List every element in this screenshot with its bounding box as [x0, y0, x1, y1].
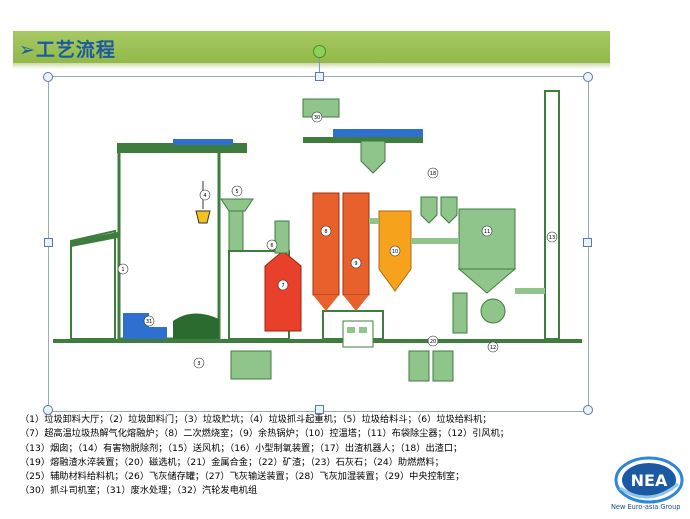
svg-text:5: 5	[235, 189, 238, 195]
marker-11: 11	[481, 225, 493, 237]
marker-31: 31	[143, 315, 155, 327]
nea-logo: NEA	[614, 456, 684, 504]
svg-text:20: 20	[430, 339, 436, 345]
marker-12: 12	[487, 341, 499, 353]
resize-handle-bottom[interactable]	[315, 405, 324, 414]
rotation-handle[interactable]	[313, 45, 326, 58]
svg-text:13: 13	[549, 235, 555, 241]
legend-line: （30）抓斗司机室；（31）废水处理；（32）汽轮发电机组	[20, 485, 258, 497]
marker-7: 7	[277, 279, 289, 291]
marker-3: 3	[193, 357, 205, 369]
logo-subtitle: New Euro-asia Group	[611, 503, 681, 511]
legend-line: （7）超高温垃圾热解气化熔融炉；（8）二次燃烧室；（9）余热锅炉；（10）控温塔…	[20, 428, 509, 440]
title-bar-shadow	[13, 63, 610, 69]
svg-text:10: 10	[392, 249, 398, 255]
title-bar: ➢工艺流程	[13, 31, 610, 69]
resize-handle-top[interactable]	[315, 72, 324, 81]
marker-4: 4	[199, 189, 211, 201]
legend: （1）垃圾卸料大厅；（2）垃圾卸料门；（3）垃圾贮坑；（4）垃圾抓斗起重机；（5…	[20, 413, 620, 499]
svg-text:11: 11	[484, 229, 490, 235]
marker-18: 18	[427, 167, 439, 179]
svg-text:8: 8	[324, 229, 327, 235]
legend-line: （19）熔融渣水淬装置；（20）磁选机；（21）金属合金；（22）矿渣；（23）…	[20, 456, 444, 468]
resize-handle-top-right[interactable]	[583, 72, 593, 82]
svg-text:9: 9	[354, 261, 357, 267]
svg-text:18: 18	[430, 171, 436, 177]
svg-text:3: 3	[197, 361, 200, 367]
resize-handle-bottom-right[interactable]	[583, 405, 593, 415]
marker-5: 5	[231, 185, 243, 197]
marker-6: 6	[266, 239, 278, 251]
marker-13: 13	[546, 231, 558, 243]
marker-8: 8	[320, 225, 332, 237]
marker-10: 10	[389, 245, 401, 257]
legend-line: （13）烟囱；（14）有害物脱除剂；（15）送风机；（16）小型制氧装置；（17…	[20, 442, 463, 454]
marker-9: 9	[350, 257, 362, 269]
diagram-number-markers: 1 3 4 5 6 7 8 9 10 11 12 13 18 20 30 31	[117, 111, 558, 369]
slide-title: ➢工艺流程	[19, 35, 116, 62]
svg-text:31: 31	[146, 319, 152, 325]
marker-30: 30	[311, 111, 323, 123]
rotation-line	[319, 54, 320, 76]
svg-text:30: 30	[314, 115, 320, 121]
diagram-structures	[53, 90, 582, 382]
resize-handle-bottom-left[interactable]	[43, 405, 53, 415]
process-flow-diagram: 1 3 4 5 6 7 8 9 10 11 12 13 18 20 30 31	[53, 90, 582, 382]
legend-line: （1）垃圾卸料大厅；（2）垃圾卸料门；（3）垃圾贮坑；（4）垃圾抓斗起重机；（5…	[20, 414, 492, 425]
svg-text:1: 1	[121, 267, 124, 273]
logo-text: NEA	[631, 471, 668, 490]
marker-1: 1	[117, 263, 129, 275]
svg-text:12: 12	[490, 345, 496, 351]
resize-handle-right[interactable]	[583, 238, 592, 247]
resize-handle-top-left[interactable]	[43, 72, 53, 82]
legend-line: （25）辅助材料给料机；（26）飞灰储存罐；（27）飞灰输送装置；（28）飞灰加…	[20, 471, 465, 483]
slide-title-text: 工艺流程	[35, 39, 116, 61]
svg-text:7: 7	[281, 283, 284, 289]
resize-handle-left[interactable]	[44, 238, 53, 247]
marker-20: 20	[427, 335, 439, 347]
svg-text:4: 4	[203, 193, 206, 199]
arrow-bullet-icon: ➢	[19, 39, 36, 61]
svg-text:6: 6	[270, 243, 273, 249]
